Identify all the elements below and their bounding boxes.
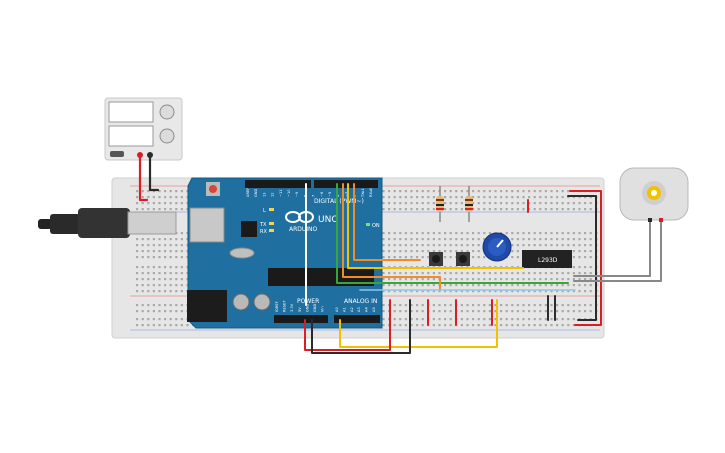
pin-label: A3: [357, 307, 361, 312]
pin-label: ~10: [287, 189, 291, 197]
pin-label: ~3: [344, 192, 348, 197]
wire-supply-red[interactable]: [138, 153, 149, 202]
wire-green-pin5[interactable]: [336, 183, 569, 284]
rx-led-label: RX: [260, 229, 267, 235]
pin-label: 3.3V: [290, 303, 294, 312]
wire-red-right[interactable]: [569, 190, 602, 326]
pin-label: IOREF: [275, 301, 279, 312]
on-led: [366, 223, 370, 226]
pin-label: 4: [336, 194, 340, 197]
power-switch[interactable]: [110, 151, 124, 157]
resistor-1[interactable]: [436, 186, 444, 222]
crystal-oscillator: [229, 247, 255, 259]
pin-label: ~5: [328, 192, 332, 197]
potentiometer[interactable]: [482, 232, 512, 262]
analog-header[interactable]: [334, 315, 380, 323]
wire-supply-black[interactable]: [148, 153, 160, 192]
pin-label: ~9: [295, 191, 299, 197]
pin-label: ~6: [320, 191, 324, 197]
pin-label: A1: [342, 307, 346, 312]
pin-label: 5V: [298, 307, 302, 312]
pin-label: A4: [365, 307, 369, 312]
pin-label: GND: [305, 304, 309, 312]
pin-label: 13: [262, 192, 266, 197]
dc-motor[interactable]: [619, 167, 689, 221]
usb-port: [189, 207, 225, 243]
pin-label: RESET: [283, 300, 287, 312]
pin-label: ~11: [279, 189, 283, 197]
reset-button[interactable]: [209, 185, 217, 193]
digital-header-left[interactable]: [245, 180, 311, 188]
power-header-label: POWER: [297, 298, 319, 305]
wire-yellow-pin3[interactable]: [347, 183, 524, 269]
capacitor-left: [232, 293, 250, 311]
wire-yellow-analog[interactable]: [339, 299, 498, 348]
pin-label: RX◂0: [369, 187, 373, 197]
resistor-2[interactable]: [465, 186, 473, 222]
on-led-label: ON: [372, 223, 380, 229]
pin-label: GND: [254, 189, 258, 197]
brand-label: ARDUINO: [289, 226, 318, 233]
wire-motor-2[interactable]: [573, 219, 662, 282]
usb-chip: [241, 221, 257, 237]
dc-jack: [187, 290, 227, 322]
l293d-driver-chip[interactable]: L293D: [522, 250, 572, 268]
wire-motor-1[interactable]: [573, 219, 651, 277]
pin-label: A5: [372, 307, 376, 312]
capacitor-right: [253, 293, 271, 311]
wires[interactable]: [138, 153, 663, 354]
analog-header-label: ANALOG IN: [344, 298, 377, 305]
wire-black-top[interactable]: [567, 195, 597, 321]
pin-label: A0: [335, 307, 339, 312]
voltage-knob-icon[interactable]: [159, 104, 175, 120]
model-label: UNO: [318, 215, 338, 225]
pin-label: A2: [350, 307, 354, 312]
pin-label: AREF: [246, 188, 250, 197]
current-knob-icon[interactable]: [159, 128, 175, 144]
pushbutton-1[interactable]: [429, 252, 443, 266]
wire-orange-pin6[interactable]: [342, 183, 441, 291]
wire-red-5v[interactable]: [304, 299, 391, 351]
pin-label: 7: [312, 195, 316, 197]
pin-label: 12: [271, 192, 275, 197]
digital-header-label: DIGITAL (PWM~): [314, 198, 364, 205]
driver-chip-label: L293D: [538, 257, 558, 264]
atmega-chip: [268, 268, 374, 286]
wire-black-gnd[interactable]: [311, 299, 411, 354]
pushbutton-2[interactable]: [456, 252, 470, 266]
pin-label: GND: [313, 304, 317, 312]
power-supply[interactable]: [104, 97, 183, 161]
wire-orange-pin4[interactable]: [353, 183, 421, 261]
digital-header-right[interactable]: [314, 180, 378, 188]
usb-cable[interactable]: [38, 208, 177, 238]
tx-led-label: TX: [259, 222, 267, 228]
power-header[interactable]: [274, 315, 328, 323]
pin-label: Vin: [321, 306, 325, 312]
l-led-label: L: [263, 208, 266, 214]
pin-label: TX▸1: [361, 188, 365, 198]
